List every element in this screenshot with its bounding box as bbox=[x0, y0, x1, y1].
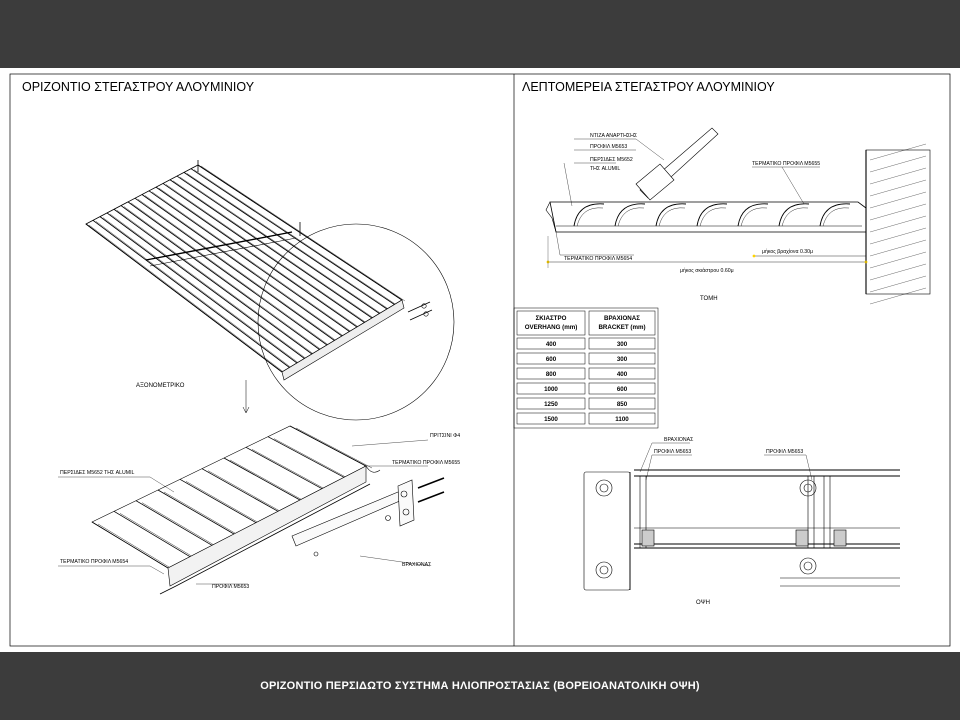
table-cell-bracket: 300 bbox=[617, 341, 628, 348]
elevation-label: ΟΨΗ bbox=[696, 600, 710, 606]
section-leaders bbox=[555, 138, 820, 256]
table-cell-bracket: 400 bbox=[617, 371, 628, 378]
table-cell-bracket: 300 bbox=[617, 356, 628, 363]
table-header-overhang-1: ΣΚΙΑΣΤΡΟ bbox=[536, 315, 567, 322]
top-band bbox=[0, 0, 960, 68]
table-cell-bracket: 850 bbox=[617, 401, 628, 408]
table-body: 400 300 600 300 800 400 1000 600 1250 850 1500 1100 bbox=[544, 341, 629, 423]
table-cell-bracket: 600 bbox=[617, 386, 628, 393]
section-label: ΤΟΜΗ bbox=[700, 296, 718, 302]
table-cell-overhang: 400 bbox=[546, 341, 557, 348]
table-cell-overhang: 1000 bbox=[544, 386, 558, 393]
axonometric-label: ΑΞΟΝΟΜΕΤΡΙΚΟ bbox=[136, 383, 185, 389]
section-drawing bbox=[545, 127, 931, 305]
exploded-labels bbox=[58, 439, 431, 585]
elevation-drawing bbox=[583, 469, 900, 591]
detail-circle bbox=[257, 223, 455, 421]
table-header-bracket-1: ΒΡΑΧΙΟΝΑΣ bbox=[604, 315, 640, 322]
label-profile: ΠΡΟΦΙΛ Μ5653 bbox=[212, 584, 249, 590]
table-cell-bracket: 1100 bbox=[615, 416, 629, 423]
label-bracket: ΒΡΑΧΙΟΝΑΣ bbox=[402, 562, 431, 568]
overhang-table bbox=[513, 307, 659, 429]
section-label-end-right: ΤΕΡΜΑΤΙΚΟ ΠΡΟΦΙΛ Μ5655 bbox=[752, 161, 820, 167]
elevation-label-profile-2: ΠΡΟΦΙΛ Μ5653 bbox=[766, 449, 803, 455]
slide-caption: ΟΡΙΖΟΝΤΙΟ ΠΕΡΣΙΔΩΤΟ ΣΥΣΤΗΜΑ ΗΛΙΟΠΡΟΣΤΑΣΙ… bbox=[260, 680, 700, 692]
axonometric-assembly bbox=[85, 160, 455, 421]
table-cell-overhang: 1500 bbox=[544, 416, 558, 423]
label-louvers: ΠΕΡΣΙΔΕΣ Μ5652 ΤΗΣ ALUMIL bbox=[60, 470, 135, 476]
table-cell-overhang: 800 bbox=[546, 371, 557, 378]
section-label-profile: ΠΡΟΦΙΛ Μ5653 bbox=[590, 144, 627, 150]
elevation-leaders bbox=[639, 442, 813, 481]
right-panel-title: ΛΕΠΤΟΜΕΡΕΙΑ ΣΤΕΓΑΣΤΡΟΥ ΑΛΟΥΜΙΝΙΟΥ bbox=[522, 80, 775, 94]
section-label-end-left: ΤΕΡΜΑΤΙΚΟ ΠΡΟΦΙΛ Μ5654 bbox=[564, 256, 632, 262]
label-end-profile-bottom: ΤΕΡΜΑΤΙΚΟ ΠΡΟΦΙΛ Μ5654 bbox=[60, 559, 128, 565]
label-pin: ΠΡΙΤΣΙΝΙ Φ4 bbox=[430, 433, 460, 439]
sheet-frame bbox=[9, 73, 951, 647]
section-label-louvers: ΠΕΡΣΙΔΕΣ Μ5652 bbox=[590, 157, 633, 163]
exploded-detail bbox=[91, 425, 445, 595]
label-end-profile-top: ΤΕΡΜΑΤΙΚΟ ΠΡΟΦΙΛ Μ5655 bbox=[392, 460, 460, 466]
left-panel-title: ΟΡΙΖΟΝΤΙΟ ΣΤΕΓΑΣΤΡΟΥ ΑΛΟΥΜΙΝΙΟΥ bbox=[22, 80, 255, 94]
drawing-sheet bbox=[0, 68, 960, 652]
elevation-label-bracket: ΒΡΑΧΙΟΝΑΣ bbox=[664, 437, 693, 443]
table-header-bracket-2: BRACKET (mm) bbox=[598, 324, 645, 331]
table-cell-overhang: 600 bbox=[546, 356, 557, 363]
table-cell-overhang: 1250 bbox=[544, 401, 558, 408]
section-label-rod: ΝΤΙΖΑ ΑΝΑΡΤΗΣΗΣ bbox=[590, 133, 637, 139]
section-dim-bracket: μήκος βραχίονα 0.30μ bbox=[762, 248, 813, 255]
bottom-band bbox=[0, 652, 960, 720]
table-header-overhang-2: OVERHANG (mm) bbox=[525, 324, 578, 331]
section-dim-overhang: μήκος σκιάστρου 0.60μ bbox=[680, 267, 734, 274]
section-label-alumil: ΤΗΣ ALUMIL bbox=[590, 166, 620, 172]
elevation-label-profile-1: ΠΡΟΦΙΛ Μ5653 bbox=[654, 449, 691, 455]
